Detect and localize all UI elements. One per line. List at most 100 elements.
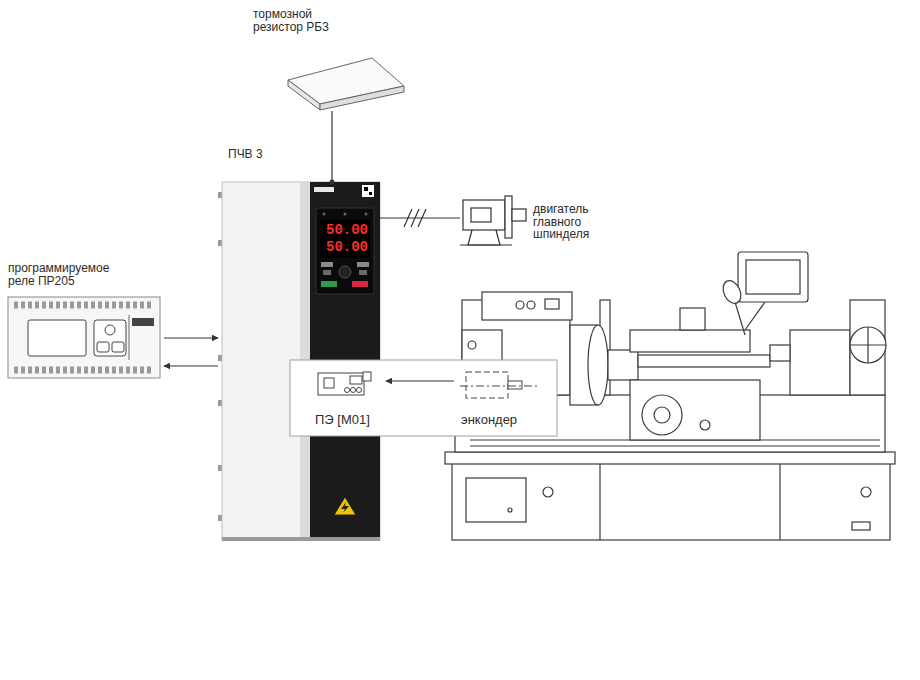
relay-housing	[97, 342, 109, 352]
lathe-illustration	[850, 344, 886, 345]
resistor-symbol	[320, 86, 404, 110]
lathe-illustration	[720, 278, 745, 307]
inverter-housing	[314, 187, 334, 192]
relay-housing	[94, 320, 126, 356]
lathe-illustration	[790, 330, 850, 395]
resistor-symbol	[288, 80, 320, 110]
motor-symbol	[460, 196, 526, 245]
lathe-illustration	[545, 299, 559, 309]
lathe-illustration	[735, 302, 745, 335]
expansion-module-symbol	[318, 372, 371, 395]
node-text-area: энкондер	[458, 369, 530, 429]
module-box: ПЭ [М01]	[312, 369, 382, 429]
node-heading: тормозной резистор РБ3	[253, 8, 333, 33]
inverter-housing	[362, 185, 374, 197]
motor-box: двигатель главного шпинделя	[460, 195, 528, 247]
lathe-illustration	[746, 260, 800, 294]
inverter-housing	[321, 281, 337, 287]
lathe-illustration	[516, 301, 524, 309]
lathe-illustration	[642, 395, 682, 435]
lathe-illustration	[630, 380, 760, 440]
connection-line	[331, 111, 332, 182]
inverter-housing	[341, 502, 349, 513]
motor-symbol	[505, 196, 512, 238]
inverter-housing	[344, 213, 347, 216]
lathe-illustration	[638, 355, 770, 367]
signal-arrow	[164, 337, 218, 338]
lathe-illustration	[468, 341, 476, 349]
expansion-module-symbol	[350, 376, 362, 384]
expansion-module-symbol	[363, 372, 371, 381]
lathe-illustration	[700, 420, 710, 430]
lathe-illustration	[543, 487, 553, 497]
inverter-housing	[222, 537, 380, 541]
signal-arrow	[164, 365, 218, 366]
callout-panel	[290, 360, 557, 436]
expansion-module-symbol	[357, 388, 362, 393]
inverter-housing	[323, 270, 331, 275]
lathe-illustration	[654, 407, 670, 423]
lathe-illustration	[770, 345, 790, 361]
relay-housing	[8, 297, 160, 378]
encoder-symbol	[466, 372, 508, 398]
inverter-housing	[316, 208, 374, 294]
lathe-illustration	[630, 330, 750, 352]
inverter-housing	[365, 213, 368, 216]
relay-box: программируемое реле ПР205	[8, 297, 160, 378]
lathe-illustration	[470, 445, 880, 446]
inverter-housing	[339, 266, 351, 278]
lathe-illustration	[588, 325, 608, 405]
motor-symbol	[460, 244, 512, 245]
node-text-area: ПЭ [М01]	[312, 369, 382, 429]
node-label: ПЭ [М01]	[315, 413, 370, 427]
relay-housing	[132, 318, 154, 326]
signal-arrow	[386, 380, 454, 381]
lathe-illustration	[599, 464, 600, 540]
inverter-housing	[357, 262, 369, 267]
encoder-box: энкондер	[458, 369, 530, 429]
expansion-module-symbol	[345, 388, 350, 393]
relay-housing	[105, 325, 115, 335]
expansion-module-symbol	[351, 388, 356, 393]
resistor-box: тормозной резистор РБ3	[285, 55, 405, 111]
lathe-illustration	[850, 327, 886, 363]
encoder-symbol	[508, 381, 522, 389]
relay-housing	[14, 367, 154, 374]
inverter-housing	[352, 281, 368, 287]
inverter-housing	[323, 213, 326, 216]
lathe-illustration	[482, 292, 572, 320]
relay-housing	[129, 315, 130, 360]
inverter-housing	[334, 497, 356, 515]
expansion-module-symbol	[324, 378, 334, 388]
motor-symbol	[468, 230, 500, 245]
encoder-symbol	[460, 386, 540, 387]
resistor-symbol	[288, 58, 404, 110]
motor-symbol	[463, 200, 505, 230]
lathe-illustration	[745, 302, 765, 330]
callout-panel	[290, 360, 557, 436]
motor-symbol	[471, 208, 491, 222]
lathe-illustration	[452, 462, 890, 540]
lathe-illustration	[608, 350, 638, 380]
lathe-illustration	[527, 301, 535, 309]
display-readout: 50.00	[324, 240, 370, 255]
lathe-illustration	[508, 508, 512, 512]
node-label: энкондер	[461, 413, 517, 427]
lathe-illustration	[680, 308, 705, 330]
motor-symbol	[512, 209, 526, 221]
display-readout: 50.00	[324, 223, 370, 238]
encoder-symbol	[460, 372, 540, 398]
lathe-illustration	[738, 252, 808, 302]
relay-housing	[8, 297, 160, 378]
node-heading: программируемое реле ПР205	[8, 262, 118, 287]
lathe-illustration	[779, 464, 780, 540]
inverter-housing	[359, 270, 367, 275]
lathe-illustration	[466, 478, 526, 522]
relay-housing	[112, 342, 124, 352]
relay-housing	[14, 302, 154, 309]
inverter-housing	[369, 192, 372, 195]
node-heading: ПЧВ 3	[228, 148, 288, 161]
